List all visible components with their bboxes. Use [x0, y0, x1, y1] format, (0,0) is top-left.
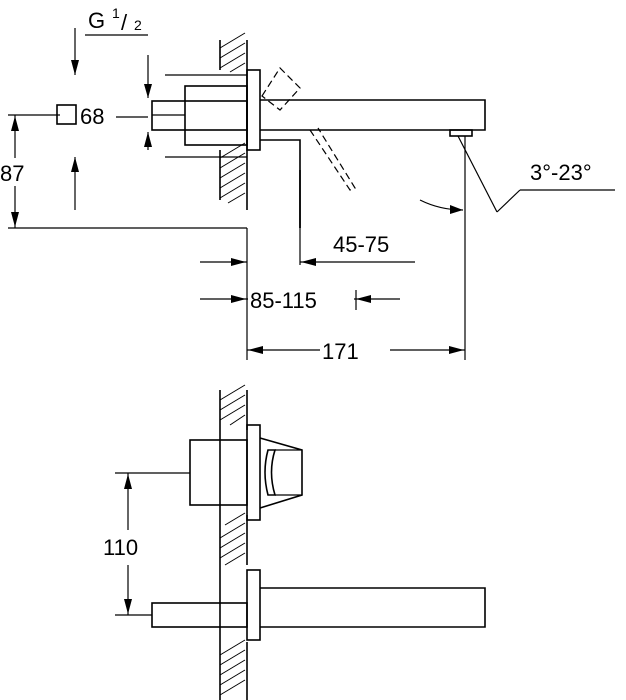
mounting-box	[184, 85, 248, 146]
wall-section-bottom	[219, 384, 248, 700]
dimension-171: 171	[246, 136, 466, 364]
height-87-label: 87	[0, 161, 24, 186]
wall-hatching-bottom	[219, 384, 246, 696]
mixer-escutcheon	[246, 424, 261, 521]
escutcheon-plate	[246, 69, 261, 151]
reach-45-75-label: 45-75	[333, 232, 389, 257]
lever-alt-position-2	[309, 127, 356, 191]
lever-alt-position-1	[261, 67, 301, 111]
spout-bottom	[260, 587, 486, 628]
dimension-110: 110	[103, 472, 190, 616]
spout-escutcheon	[246, 569, 261, 641]
wall-section-top	[219, 32, 248, 210]
escutcheon-dimension: 68	[80, 104, 104, 129]
escutcheon-size-label: 68	[56, 104, 148, 129]
aerator	[449, 129, 473, 137]
thread-fraction-den: 2	[134, 17, 142, 33]
thread-label: G	[88, 8, 105, 33]
spout	[260, 99, 486, 131]
dimension-45-75: 45-75	[200, 228, 415, 266]
lever-handle	[260, 139, 301, 228]
mixer-body	[189, 439, 248, 506]
handle-grip	[264, 449, 277, 496]
thread-dimension: G 1 / 2	[71, 5, 152, 210]
wall-hatching-top	[219, 32, 246, 204]
angle-dimension: 3°-23°	[419, 135, 615, 214]
angle-label: 3°-23°	[530, 160, 592, 185]
front-elevation-view: 110	[103, 384, 486, 700]
thread-fraction-num: 1	[112, 5, 120, 21]
wall-85-115-label: 85-115	[250, 288, 317, 313]
side-elevation-view: G 1 / 2 68 87 45-75	[0, 5, 615, 364]
spout-connector	[151, 602, 248, 628]
mixer-handle	[259, 437, 303, 509]
thread-fraction-slash: /	[121, 10, 128, 35]
overall-171-label: 171	[322, 339, 359, 364]
height-dimension-87: 87	[0, 114, 247, 229]
dimension-85-115: 85-115	[200, 288, 400, 313]
spacing-110-label: 110	[103, 535, 138, 560]
